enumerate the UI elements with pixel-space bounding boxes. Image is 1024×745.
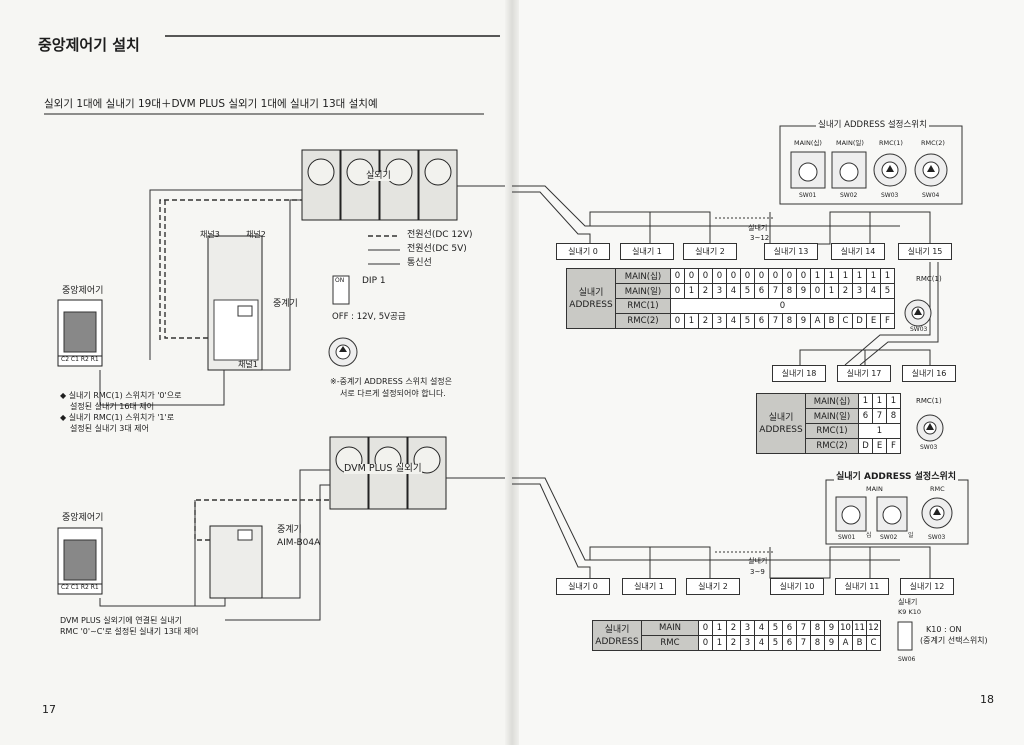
rmc1-side-label: RMC(1)	[916, 275, 942, 283]
switch-label-main-one: MAIN(일)	[836, 139, 864, 147]
switch-code-sw03: SW03	[881, 192, 899, 199]
indoor-unit: 실내기 18	[772, 365, 826, 382]
indoor-unit: 실내기 13	[764, 243, 818, 260]
relay-label: 중계기	[273, 299, 298, 309]
switch2-code-sw02: SW02	[880, 534, 898, 541]
relay-note-2: 서로 다르게 설정되어야 합니다.	[340, 389, 446, 398]
switch-code-sw01: SW01	[799, 192, 817, 199]
dip-label: DIP 1	[362, 276, 386, 286]
channel2-label: 채널2	[246, 230, 266, 239]
notes2-line1: DVM PLUS 실외기에 연결된 실내기	[60, 616, 182, 625]
k-switch-header-2: K9 K10	[898, 608, 921, 616]
k10-note-1: K10 : ON	[926, 625, 962, 634]
switch-code-sw04: SW04	[922, 192, 940, 199]
sw06-label: SW06	[898, 656, 916, 663]
indoor-unit: 실내기 17	[837, 365, 891, 382]
dvm-outdoor-label: DVM PLUS 실외기	[344, 463, 422, 474]
indoor-unit: 실내기 1	[622, 578, 676, 595]
k10-note-2: (중계기 선택스위치)	[920, 636, 988, 645]
legend-dc5v: 전원선(DC 5V)	[407, 244, 467, 254]
indoor-unit: 실내기 15	[898, 243, 952, 260]
switch-label-rmc1: RMC(1)	[879, 139, 903, 147]
legend-comm: 통신선	[407, 258, 432, 268]
left-page	[0, 0, 512, 745]
page-number-left: 17	[42, 703, 56, 716]
indoor-unit: 실내기 0	[556, 243, 610, 260]
channel3-label: 채널3	[200, 230, 220, 239]
switch-label-rmc2: RMC(2)	[921, 139, 945, 147]
range2-bottom: 3~9	[750, 568, 765, 576]
indoor-unit: 실내기 10	[770, 578, 824, 595]
section-title: 중앙제어기 설치	[38, 36, 140, 54]
section-subtitle: 실외기 1대에 실내기 19대＋DVM PLUS 실외기 1대에 실내기 13대…	[44, 98, 378, 110]
switch-box-1-title: 실내기 ADDRESS 설정스위치	[816, 120, 929, 130]
relay2-model: AIM-B04A	[277, 538, 321, 548]
indoor-unit: 실내기 1	[620, 243, 674, 260]
switch-code-sw02: SW02	[840, 192, 858, 199]
relay-board-2	[209, 525, 263, 599]
relay2-label: 중계기	[277, 525, 302, 535]
outdoor-unit-1	[301, 149, 458, 221]
central-controller-2-label: 중앙제어기	[62, 513, 104, 523]
indoor-unit: 실내기 11	[835, 578, 889, 595]
sw03-side-label-2: SW03	[920, 444, 938, 451]
switch-box-2-title: 실내기 ADDRESS 설정스위치	[834, 472, 959, 482]
controller-2-terminals: C2 C1 R2 R1	[61, 584, 99, 591]
switch2-code-sw01: SW01	[838, 534, 856, 541]
switch2-code-sw03: SW03	[928, 534, 946, 541]
channel1-label: 채널1	[238, 360, 258, 369]
sw03-side-label: SW03	[910, 326, 928, 333]
notes1-line1: ◆ 실내기 RMC(1) 스위치가 '0'으로	[60, 391, 182, 400]
switch2-mark-one: 일	[908, 532, 914, 539]
dip-on-label: ON	[335, 277, 345, 284]
switch2-main-label: MAIN	[866, 485, 883, 493]
central-controller-1-label: 중앙제어기	[62, 286, 104, 296]
indoor-unit: 실내기 12	[900, 578, 954, 595]
page-number-right: 18	[980, 693, 994, 706]
indoor-unit: 실내기 2	[683, 243, 737, 260]
notes2-line2: RMC '0'~C'로 설정된 실내기 13대 제어	[60, 627, 199, 636]
notes1-line4: 설정된 실내기 3대 제어	[70, 424, 149, 433]
notes1-line2: 설정된 실내기 16대 제어	[70, 402, 155, 411]
indoor-unit: 실내기 2	[686, 578, 740, 595]
switch-label-main-ten: MAIN(십)	[794, 139, 822, 147]
legend-dc12v: 전원선(DC 12V)	[407, 230, 473, 240]
range2-top: 실내기	[748, 557, 768, 565]
switch2-rmc-label: RMC	[930, 485, 945, 493]
indoor-unit: 실내기 14	[831, 243, 885, 260]
dip-off-note: OFF : 12V, 5V공급	[332, 312, 406, 322]
range1-top: 실내기	[748, 224, 768, 232]
rmc1-side-label-2: RMC(1)	[916, 397, 942, 405]
relay-note-1: ※-중계기 ADDRESS 스위치 설정은	[330, 377, 453, 386]
indoor-unit: 실내기 0	[556, 578, 610, 595]
range1-bottom: 3~12	[750, 234, 770, 242]
notes1-line3: ◆ 실내기 RMC(1) 스위치가 '1'로	[60, 413, 175, 422]
outdoor-unit-1-label: 실외기	[366, 171, 391, 181]
controller-1-terminals: C2 C1 R2 R1	[61, 356, 99, 363]
indoor-unit: 실내기 16	[902, 365, 956, 382]
k-switch-header-1: 실내기	[898, 598, 918, 606]
switch2-mark-ten: 십	[866, 532, 872, 539]
